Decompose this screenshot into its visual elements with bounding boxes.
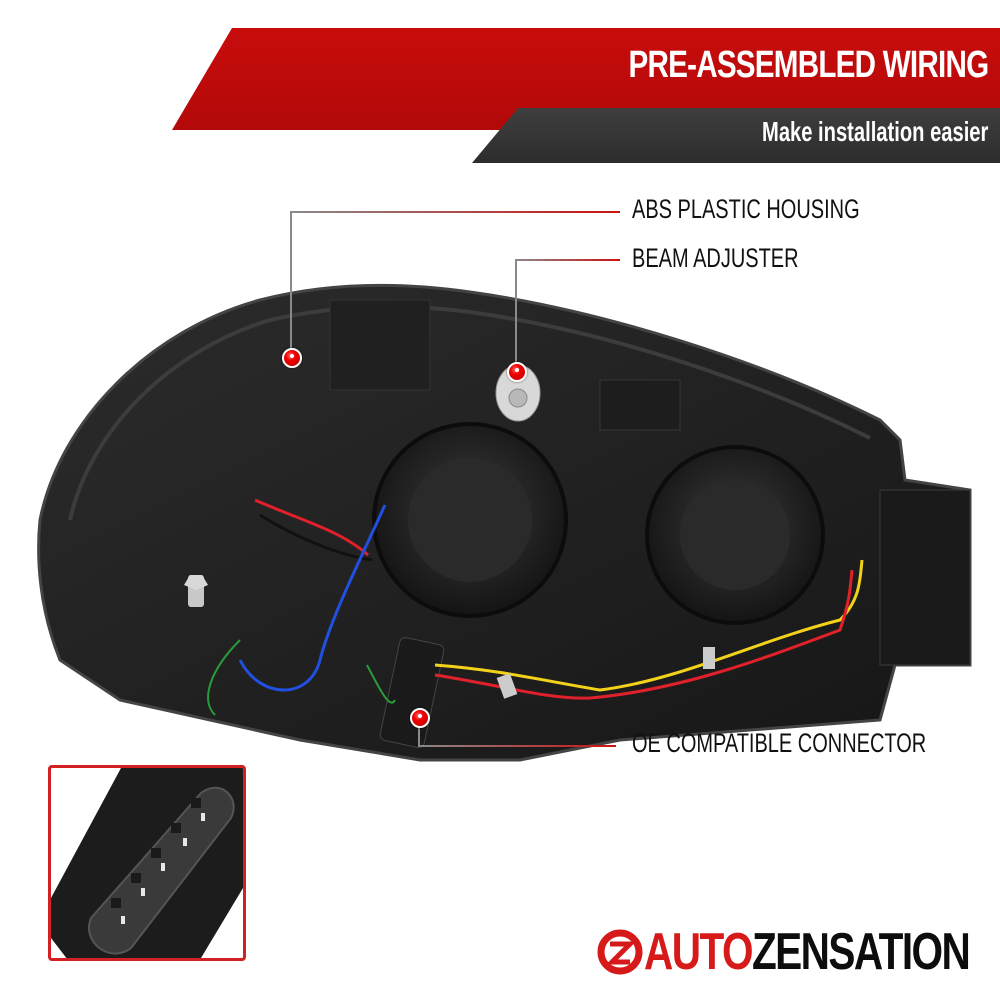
callout-line-beam-h (515, 259, 620, 261)
brand-name-zensation: ZENSATION (751, 923, 971, 981)
callout-label-housing: ABS PLASTIC HOUSING (632, 194, 860, 224)
banner-title: PRE-ASSEMBLED WIRING (628, 44, 989, 86)
callout-marker-housing (282, 348, 302, 368)
callout-label-connector: OE COMPATIBLE CONNECTOR (632, 728, 927, 758)
callout-line-connector (418, 720, 420, 746)
connector-closeup-inset (48, 765, 246, 961)
brand-logo: AUTOZENSATION (596, 922, 1000, 982)
callout-marker-connector (410, 708, 430, 728)
brand-name-auto: AUTO (644, 923, 754, 981)
banner-subtitle: Make installation easier (761, 116, 988, 147)
callout-line-housing-h (290, 211, 620, 213)
brand-name: AUTOZENSATION (644, 922, 971, 982)
autozensation-logo-icon (597, 929, 643, 975)
connector-closeup-icon (51, 768, 243, 958)
callout-line-housing (290, 211, 292, 359)
callout-label-beam: BEAM ADJUSTER (632, 243, 799, 273)
callout-line-beam (515, 259, 517, 371)
subtitle-banner (472, 108, 1000, 163)
callout-marker-beam (507, 362, 527, 382)
callout-line-connector-h (418, 745, 616, 747)
